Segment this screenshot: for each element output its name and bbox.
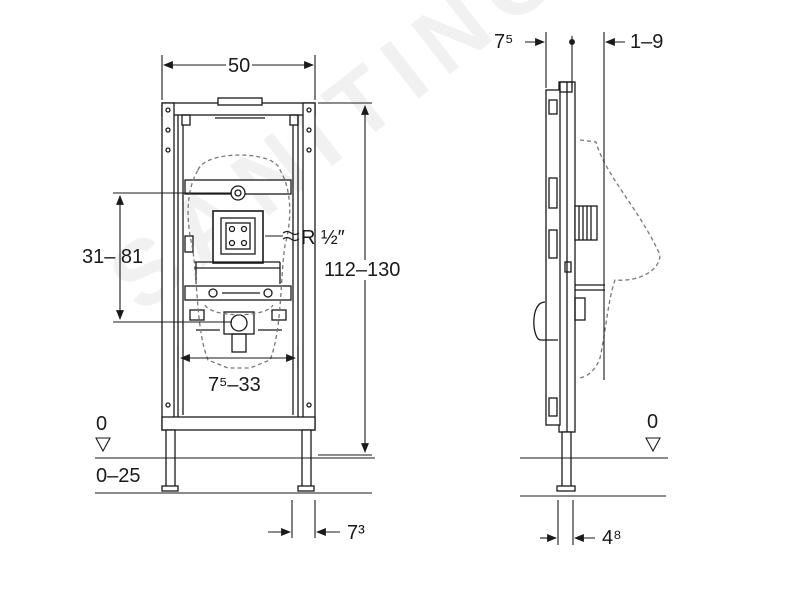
floor-level-label: 0 <box>96 413 108 435</box>
side-foot-depth-label: 4⁸ <box>602 527 622 549</box>
front-feet <box>161 429 315 492</box>
side-depth-label: 1–9 <box>630 31 664 53</box>
width-label: 50 <box>226 55 253 77</box>
side-floor-level-label: 0 <box>647 411 659 433</box>
drain-offset-label: 7⁵–33 <box>208 374 261 396</box>
side-view <box>533 81 661 492</box>
front-frame <box>161 97 316 431</box>
front-fittings <box>184 179 292 353</box>
floor-adjust-label: 0–25 <box>96 465 141 487</box>
connection-label: R ½″ <box>301 227 345 249</box>
front-view <box>161 97 316 492</box>
side-dimensions <box>520 32 668 545</box>
outlet-height-label: 31– 81 <box>82 246 144 268</box>
side-front-offset-label: 7⁵ <box>494 31 514 53</box>
installation-height-label: 112–130 <box>322 259 403 281</box>
side-urinal-outline <box>577 139 661 379</box>
foot-dim-label: 7³ <box>347 522 365 544</box>
